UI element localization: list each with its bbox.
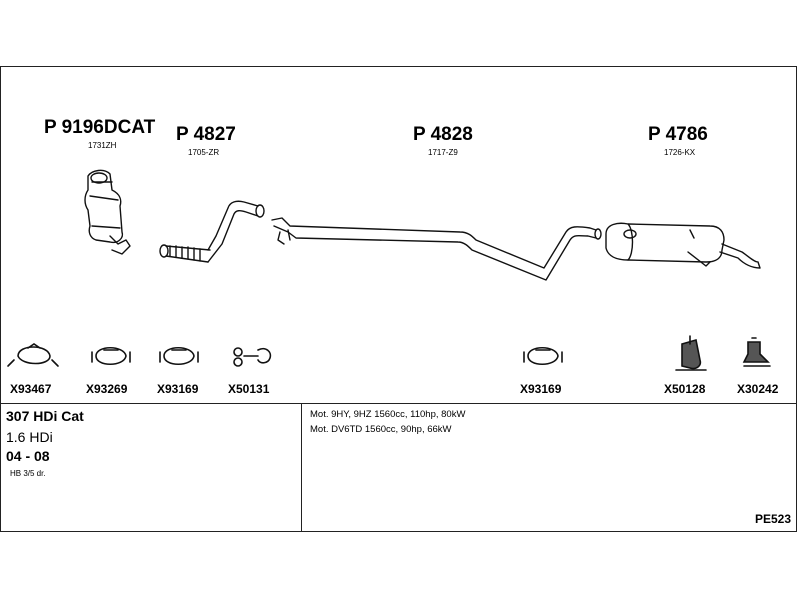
part-sub-rear-silencer: 1726-KX <box>664 148 696 157</box>
accessory-code: X50128 <box>664 382 706 396</box>
vehicle-engine: 1.6 HDi <box>6 429 53 445</box>
middle-pipe-part <box>271 217 602 281</box>
vehicle-body: HB 3/5 dr. <box>10 469 46 478</box>
accessory-code: X93467 <box>10 382 52 396</box>
vehicle-years: 04 - 08 <box>6 448 50 464</box>
vehicle-model: 307 HDi Cat <box>6 408 84 424</box>
accessory-code: X93269 <box>86 382 128 396</box>
rear-silencer-part <box>605 222 761 269</box>
part-code-middle-pipe: P 4828 <box>413 124 473 145</box>
engine-spec: Mot. 9HY, 9HZ 1560cc, 110hp, 80kW <box>310 409 466 420</box>
clamp-icon <box>159 346 199 366</box>
part-sub-front-pipe: 1705-ZR <box>188 148 220 157</box>
catalyst-part <box>84 169 131 255</box>
accessory-code: X50131 <box>228 382 270 396</box>
part-sub-middle-pipe: 1717-Z9 <box>428 148 458 157</box>
bolt-spring-icon <box>233 347 272 367</box>
part-code-front-pipe: P 4827 <box>176 124 236 145</box>
part-code-catalyst: P 9196DCAT <box>44 117 156 138</box>
rubber-mount-icon <box>675 335 707 371</box>
engine-spec: Mot. DV6TD 1560cc, 90hp, 66kW <box>310 424 452 435</box>
part-code-rear-silencer: P 4786 <box>648 124 708 145</box>
clamp-icon <box>7 343 59 367</box>
accessory-code: X93169 <box>520 382 562 396</box>
accessory-code: X93169 <box>157 382 199 396</box>
info-panel: 307 HDi Cat 1.6 HDi 04 - 08 HB 3/5 dr. M… <box>0 403 797 532</box>
clamp-icon <box>91 346 131 366</box>
accessory-code: X30242 <box>737 382 779 396</box>
part-sub-catalyst: 1731ZH <box>88 141 117 150</box>
hanger-bracket-icon <box>742 337 771 367</box>
divider <box>301 403 302 532</box>
diagram-frame <box>0 66 797 532</box>
clamp-icon <box>523 346 563 366</box>
front-pipe-part <box>159 200 265 263</box>
divider <box>0 403 797 404</box>
system-code: PE523 <box>754 512 791 526</box>
